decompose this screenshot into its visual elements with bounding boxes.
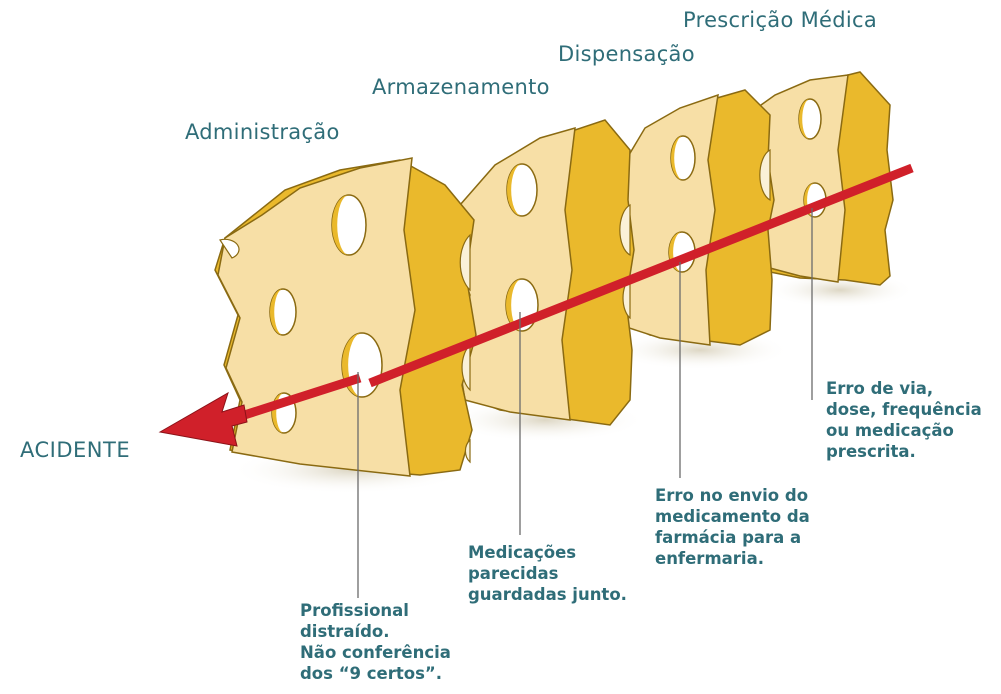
note-line: Não conferência [300, 643, 451, 662]
note-line: ou medicação [826, 421, 954, 440]
note-line: enfermaria. [655, 549, 764, 568]
accident-trajectory-arrow [158, 163, 914, 447]
note-line: dos “9 certos”. [300, 664, 443, 683]
note-line: guardadas junto. [468, 585, 627, 604]
cheese-slice-administracao [214, 157, 477, 494]
note-line: farmácia para a [655, 528, 802, 547]
note-dispensacao: Erro no envio do medicamento da farmácia… [655, 485, 810, 569]
note-line: distraído. [300, 622, 390, 641]
note-line: Profissional [300, 601, 409, 620]
layer-title-armazenamento: Armazenamento [372, 75, 550, 99]
leader-lines [357, 208, 813, 598]
note-administracao: Profissional distraído. Não conferência … [300, 600, 451, 684]
note-line: prescrita. [826, 442, 916, 461]
note-line: Medicações [468, 543, 577, 562]
note-line: Erro de via, [826, 379, 934, 398]
accident-label: ACIDENTE [20, 438, 131, 462]
layer-title-dispensacao: Dispensação [558, 42, 695, 66]
layer-title-prescricao: Prescrição Médica [683, 8, 877, 32]
note-armazenamento: Medicações parecidas guardadas junto. [468, 542, 627, 605]
cheese-slice-armazenamento [445, 119, 645, 442]
note-line: parecidas [468, 564, 559, 583]
note-prescricao: Erro de via, dose, frequência ou medicaç… [826, 378, 982, 462]
layer-title-administracao: Administração [185, 120, 340, 144]
note-line: medicamento da [655, 507, 810, 526]
cheese-slice-dispensacao [610, 89, 790, 370]
note-line: dose, frequência [826, 400, 982, 419]
note-line: Erro no envio do [655, 486, 809, 505]
